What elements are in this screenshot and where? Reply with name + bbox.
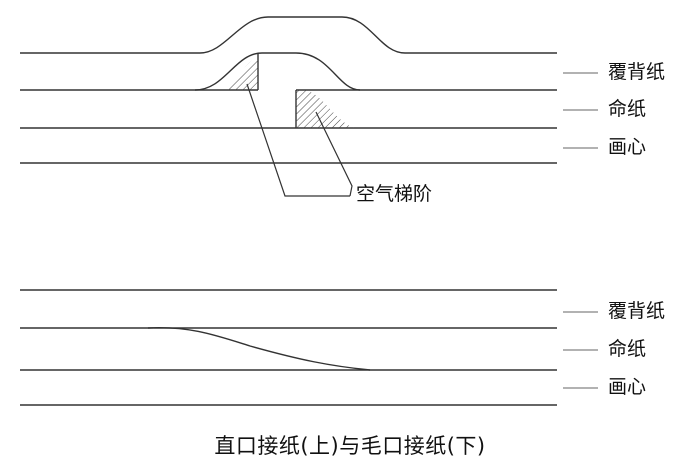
top-backing-upper-line — [20, 16, 557, 54]
callout-lines — [246, 83, 353, 197]
figure-caption: 直口接纸(上)与毛口接纸(下) — [214, 434, 486, 458]
top-label-mingzhi: 命纸 — [608, 98, 647, 120]
air-step-label: 空气梯阶 — [356, 183, 433, 205]
air-step-right — [296, 90, 355, 128]
top-diagram — [20, 16, 557, 164]
bottom-feathered-joint — [147, 327, 371, 371]
bottom-label-huaxin: 画心 — [608, 376, 647, 398]
bottom-leaders — [563, 311, 598, 389]
bottom-diagram — [20, 289, 557, 406]
top-label-huaxin: 画心 — [608, 136, 647, 158]
air-step-left — [225, 57, 258, 90]
top-backing-inner-line — [194, 52, 361, 91]
top-label-backing: 覆背纸 — [608, 61, 666, 83]
bottom-label-backing: 覆背纸 — [608, 300, 666, 322]
top-leaders — [563, 72, 598, 149]
bottom-label-mingzhi: 命纸 — [608, 338, 647, 360]
